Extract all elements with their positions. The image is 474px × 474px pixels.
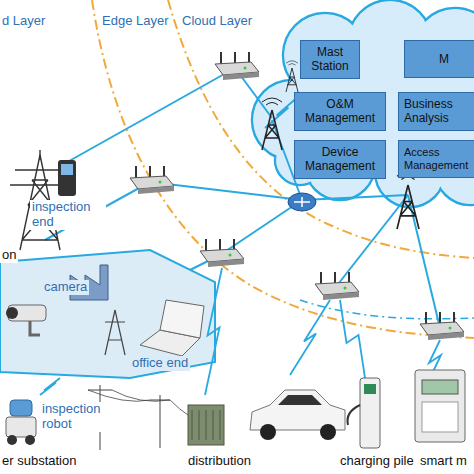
handheld-terminal	[58, 160, 76, 196]
substation-region	[0, 250, 215, 378]
cloud-service-box: M	[404, 40, 474, 78]
router-icon	[130, 166, 174, 194]
cloud-shape	[252, 0, 474, 207]
core-router	[288, 193, 316, 211]
distribution-transformer	[188, 405, 224, 445]
network-link	[302, 195, 408, 200]
caption-label: d Layer	[0, 14, 47, 29]
antenna-tower	[262, 98, 282, 150]
cloud-service-box: Device Management	[294, 140, 386, 179]
cloud-service-box: Mast Station	[300, 40, 360, 79]
caption-label: charging pile	[338, 454, 416, 469]
caption-label: Cloud Layer	[180, 14, 254, 29]
cloud-service-box: Access Management	[398, 140, 474, 178]
box-label: M	[410, 52, 474, 66]
electric-car	[250, 390, 345, 440]
router-icon	[315, 272, 359, 300]
network-link	[62, 68, 235, 165]
wireless-link	[340, 300, 365, 378]
box-label: Device Management	[300, 145, 380, 174]
wireless-link	[290, 300, 330, 375]
network-link	[220, 200, 302, 255]
network-curve	[300, 300, 474, 319]
caption-label: distribution	[186, 454, 253, 469]
box-label: Access Management	[404, 146, 470, 172]
smart-meter-icon	[415, 370, 465, 442]
router-icon	[215, 52, 259, 80]
antenna-tower	[397, 172, 419, 229]
router-icon	[200, 239, 244, 267]
caption-label: smart m	[418, 454, 469, 469]
wireless-link	[40, 378, 60, 395]
box-label: Business Analysis	[404, 97, 470, 126]
inspection-robot-icon	[6, 400, 36, 445]
caption-label: er substation	[0, 454, 78, 469]
antenna-tower	[286, 61, 298, 92]
network-link	[335, 195, 408, 288]
cloud-service-box: O&M Management	[294, 92, 386, 131]
network-link	[408, 195, 440, 328]
box-label: O&M Management	[300, 97, 380, 126]
wireless-link	[205, 268, 222, 395]
router-icon	[420, 312, 464, 340]
caption-label: camera	[42, 280, 89, 295]
cloud-service-box: Business Analysis	[398, 92, 474, 131]
caption-label: on	[0, 248, 18, 263]
caption-label: inspection end	[30, 200, 106, 230]
pylon-icon	[105, 310, 125, 355]
charging-pile-icon	[348, 378, 381, 448]
caption-label: Edge Layer	[100, 14, 171, 29]
camera-icon	[6, 305, 46, 335]
caption-label: office end	[130, 356, 190, 371]
laptop-icon	[140, 300, 204, 356]
caption-label: inspection robot	[40, 402, 114, 432]
box-label: Mast Station	[306, 45, 354, 74]
